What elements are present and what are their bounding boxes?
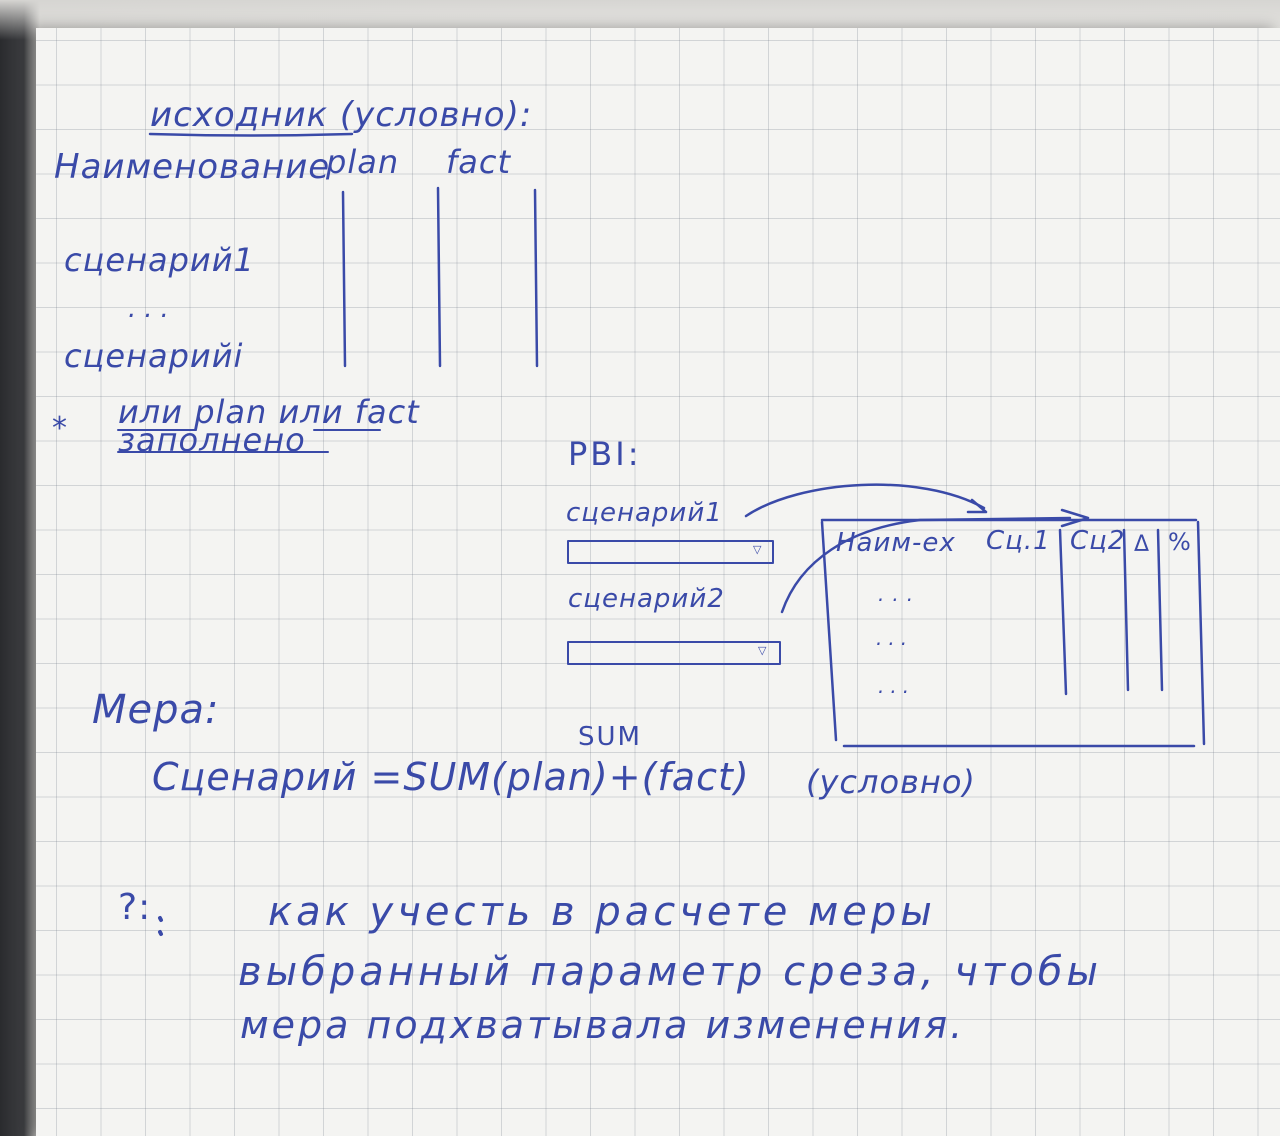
- pbi-row-ellipsis: ...: [878, 674, 916, 698]
- question-marker: ?:: [118, 887, 152, 928]
- measure-label: Мера:: [92, 687, 220, 733]
- pbi-header-name: Наим-ех: [836, 528, 956, 558]
- slicer1-label: сценарий1: [566, 498, 723, 528]
- source-header-name: Наименование: [54, 147, 331, 187]
- pbi-header-delta: Δ: [1134, 532, 1151, 557]
- desk-background: [0, 0, 40, 1136]
- source-row-scenario-1: сценарий1: [64, 241, 255, 279]
- pbi-table-left: [820, 520, 838, 742]
- note-line-1: или plan или fact: [118, 393, 420, 431]
- pbi-table-right: [1196, 520, 1206, 746]
- slicer2-dropdown: [567, 641, 781, 665]
- pbi-col-line-1: [1058, 528, 1068, 696]
- pbi-header-percent: %: [1168, 528, 1192, 556]
- question-line-2: выбранный параметр среза, чтобы: [238, 949, 1102, 995]
- grid-paper-sheet: [36, 28, 1280, 1136]
- slicer1-dropdown: [567, 540, 774, 564]
- arrow-slicer1-to-col1: [744, 483, 986, 518]
- arrowhead-2: [1060, 508, 1090, 528]
- arrowhead-1: [966, 498, 988, 514]
- pbi-col-line-2: [1122, 528, 1130, 692]
- measure-formula: Сценарий =SUM(plan)+(fact): [152, 755, 750, 799]
- pbi-label: PBI:: [568, 435, 642, 473]
- pbi-col-line-3: [1156, 528, 1164, 692]
- slicer2-label: сценарий2: [568, 584, 725, 614]
- dropdown-arrow-icon: ▽: [753, 543, 763, 556]
- pbi-row-ellipsis: ...: [876, 626, 914, 650]
- source-header-fact: fact: [446, 143, 512, 181]
- dropdown-arrow-icon: ▽: [758, 644, 768, 657]
- source-col-line-1: [341, 190, 347, 368]
- pbi-header-scenario-1: Сц.1: [986, 526, 1051, 556]
- source-header-plan: plan: [326, 143, 400, 181]
- source-col-line-3: [533, 188, 539, 368]
- note-line-2: заполнено: [118, 421, 306, 459]
- arrow-slicer2-to-col2: [780, 516, 1072, 614]
- note-asterisk: *: [52, 411, 68, 446]
- page-title: исходник (условно):: [150, 95, 533, 135]
- pbi-header-scenario-2: Сц2: [1070, 526, 1126, 556]
- source-row-ellipsis: ...: [128, 294, 177, 324]
- source-row-scenario-i: сценарийi: [64, 337, 244, 375]
- question-line-3: мера подхватывала изменения.: [240, 1003, 966, 1047]
- measure-sum-annotation: SUM: [578, 722, 642, 752]
- source-col-line-2: [436, 186, 442, 368]
- question-dots: [158, 916, 163, 936]
- pbi-row-ellipsis: ...: [878, 582, 922, 606]
- question-line-1: как учесть в расчете меры: [268, 889, 936, 935]
- title-underline: [148, 132, 354, 137]
- measure-condition: (условно): [806, 763, 976, 801]
